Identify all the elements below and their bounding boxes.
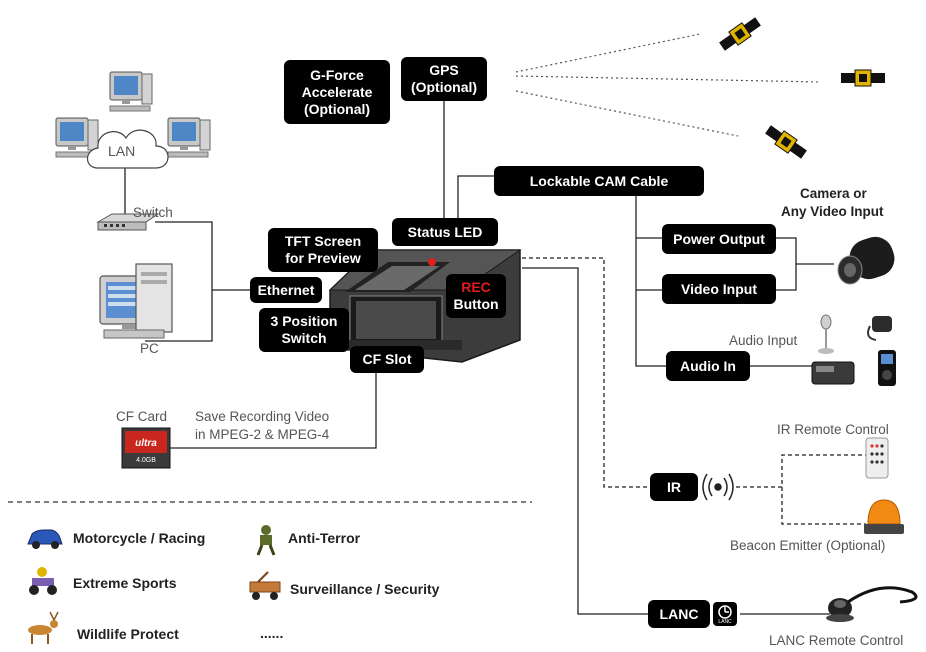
ir-box: IR	[650, 473, 698, 501]
power-output-box: Power Output	[662, 224, 776, 254]
gforce-box: G-Force Accelerate (Optional)	[284, 60, 390, 124]
video-input-label: Video Input	[681, 280, 757, 297]
cam-cable-box: Lockable CAM Cable	[494, 166, 704, 196]
ir-signal-icon	[702, 473, 734, 501]
ir-label: IR	[667, 478, 681, 495]
lanc-remote-icon	[826, 586, 918, 622]
switch-line-1: 3 Position	[270, 313, 338, 329]
cam-cable-label: Lockable CAM Cable	[529, 172, 669, 189]
rec-line-2: Button	[453, 296, 499, 312]
gforce-line-1: G-Force	[310, 66, 364, 83]
audio-recorder-icon	[811, 361, 855, 385]
satellite-icon	[719, 17, 761, 51]
audio-in-label: Audio In	[680, 357, 736, 374]
status-led-label: Status LED	[407, 223, 483, 240]
status-led-icon	[428, 258, 436, 266]
network-switch-icon	[96, 213, 160, 231]
lanc-remote-label: LANC Remote Control	[769, 633, 904, 648]
camera-label-line-2: Any Video Input	[781, 204, 884, 219]
microphone-icon	[818, 314, 834, 354]
audio-input-label: Audio Input	[729, 333, 798, 348]
cf-card-brand: ultra	[135, 438, 157, 449]
surveillance-vehicle-icon	[249, 571, 281, 600]
status-led-box: Status LED	[392, 218, 498, 246]
power-output-label: Power Output	[673, 230, 765, 247]
connector-lines	[124, 100, 834, 615]
cf-slot-label: CF Slot	[362, 351, 412, 367]
lan-computer-right	[167, 117, 211, 158]
ethernet-label: Ethernet	[257, 281, 315, 298]
ir-remote-icon	[865, 437, 889, 479]
pc-label: PC	[140, 341, 159, 356]
gforce-line-2: Accelerate	[301, 83, 373, 100]
legend-extreme-sports: Extreme Sports	[73, 575, 177, 591]
lan-computer-top	[109, 71, 153, 112]
headset-icon	[867, 316, 892, 341]
tft-line-2: for Preview	[285, 250, 361, 266]
gps-line-2: (Optional)	[410, 79, 478, 95]
lanc-box: LANC	[648, 600, 710, 628]
lan-label: LAN	[108, 143, 136, 159]
tft-line-1: TFT Screen	[284, 233, 362, 249]
camera-icon	[837, 236, 895, 285]
save-recording-line-1: Save Recording Video	[195, 409, 330, 424]
cf-card-size: 4.0GB	[136, 457, 156, 464]
cf-card-icon: ultra 4.0GB	[121, 427, 171, 469]
music-player-icon	[878, 350, 896, 386]
lan-cloud-icon	[86, 129, 169, 169]
legend-anti-terror: Anti-Terror	[288, 530, 361, 546]
video-input-box: Video Input	[662, 274, 776, 304]
pc-icon	[99, 263, 173, 339]
legend-more: ......	[260, 625, 284, 641]
position-switch-box: 3 Position Switch	[259, 308, 349, 352]
audio-in-box: Audio In	[666, 351, 750, 381]
lanc-logo-icon: LANC	[713, 602, 737, 626]
legend-surveillance: Surveillance / Security	[290, 581, 440, 597]
gforce-line-3: (Optional)	[303, 100, 371, 117]
cf-slot-box: CF Slot	[350, 346, 424, 373]
gps-signal-lines	[515, 33, 821, 137]
rec-line-1: REC	[461, 279, 491, 295]
switch-label: Switch	[133, 205, 173, 220]
lanc-logo-text: LANC	[718, 619, 732, 625]
ethernet-box: Ethernet	[250, 277, 322, 303]
switch-line-2: Switch	[281, 330, 327, 346]
satellite-icon	[765, 125, 807, 159]
legend-wildlife: Wildlife Protect	[77, 626, 179, 642]
lan-computer-left	[55, 117, 99, 158]
satellite-icon	[841, 69, 885, 87]
deer-icon	[28, 611, 59, 644]
rec-button-box: REC Button	[446, 274, 506, 318]
car-icon	[27, 529, 63, 549]
gps-box: GPS (Optional)	[401, 57, 487, 101]
beacon-emitter-icon	[864, 499, 904, 534]
lanc-label: LANC	[659, 605, 699, 622]
beacon-label: Beacon Emitter (Optional)	[730, 538, 886, 553]
cf-card-label: CF Card	[116, 409, 168, 424]
soldier-icon	[256, 525, 276, 556]
camera-label-line-1: Camera or	[800, 186, 867, 201]
gps-line-1: GPS	[429, 62, 459, 78]
tft-screen-box: TFT Screen for Preview	[268, 228, 378, 272]
dashed-lines	[522, 257, 866, 525]
atv-rider-icon	[29, 567, 57, 595]
save-recording-line-2: in MPEG-2 & MPEG-4	[195, 427, 330, 442]
ir-remote-label: IR Remote Control	[777, 422, 889, 437]
legend-motorcycle: Motorcycle / Racing	[73, 530, 206, 546]
